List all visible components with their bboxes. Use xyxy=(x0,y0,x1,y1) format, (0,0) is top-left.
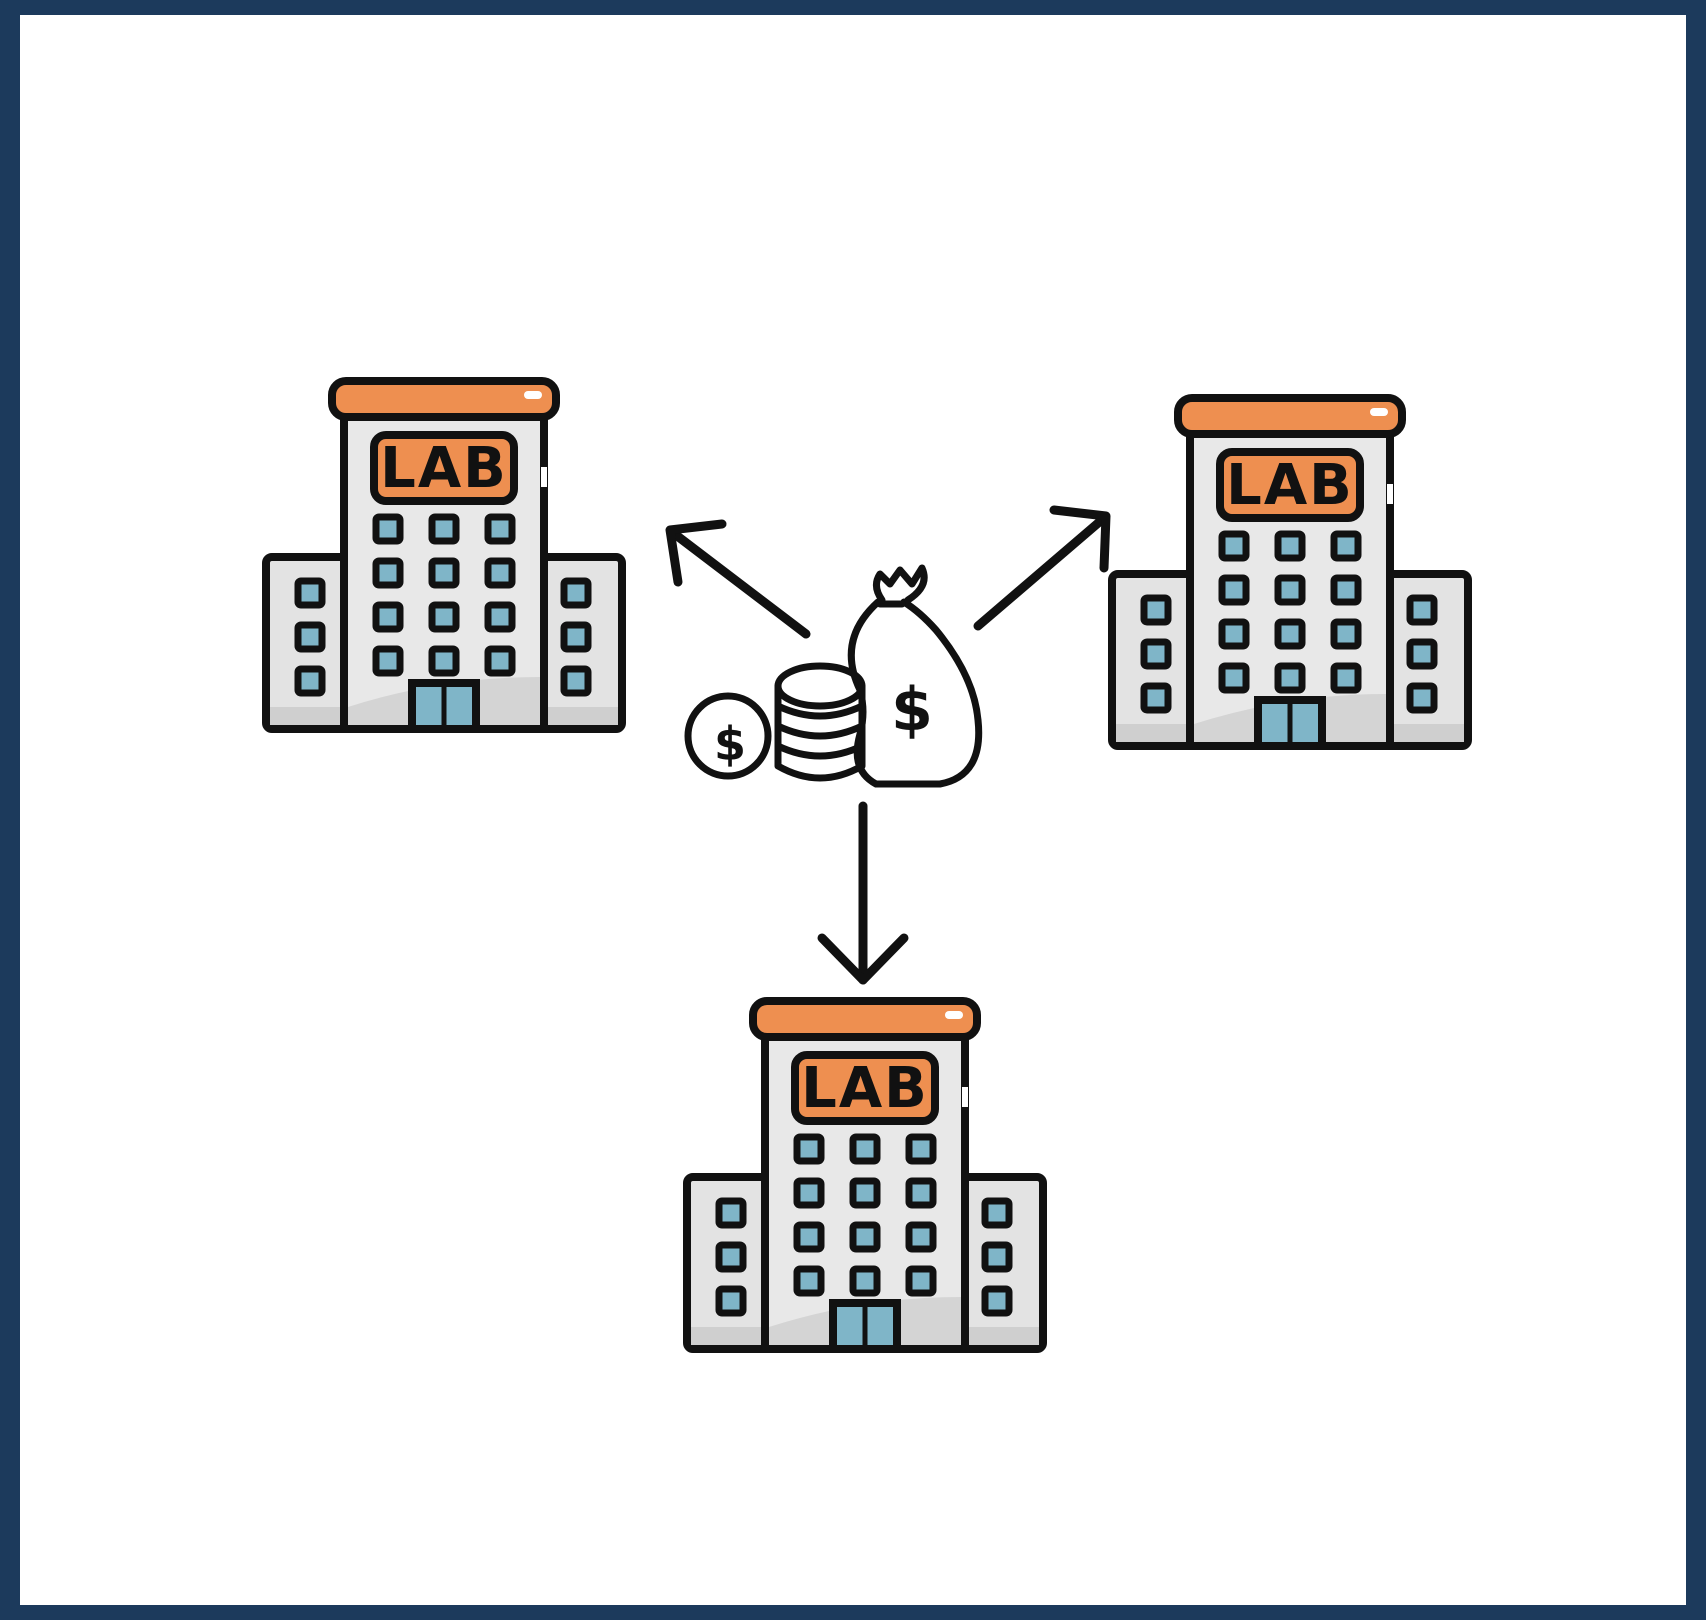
coin-dollar-sign: $ xyxy=(714,717,746,771)
lab-label: LAB xyxy=(801,1056,929,1121)
diagram-frame xyxy=(10,5,1696,1615)
lab-label: LAB xyxy=(1226,453,1354,518)
bag-dollar-sign: $ xyxy=(891,675,933,745)
lab-label: LAB xyxy=(380,436,508,501)
